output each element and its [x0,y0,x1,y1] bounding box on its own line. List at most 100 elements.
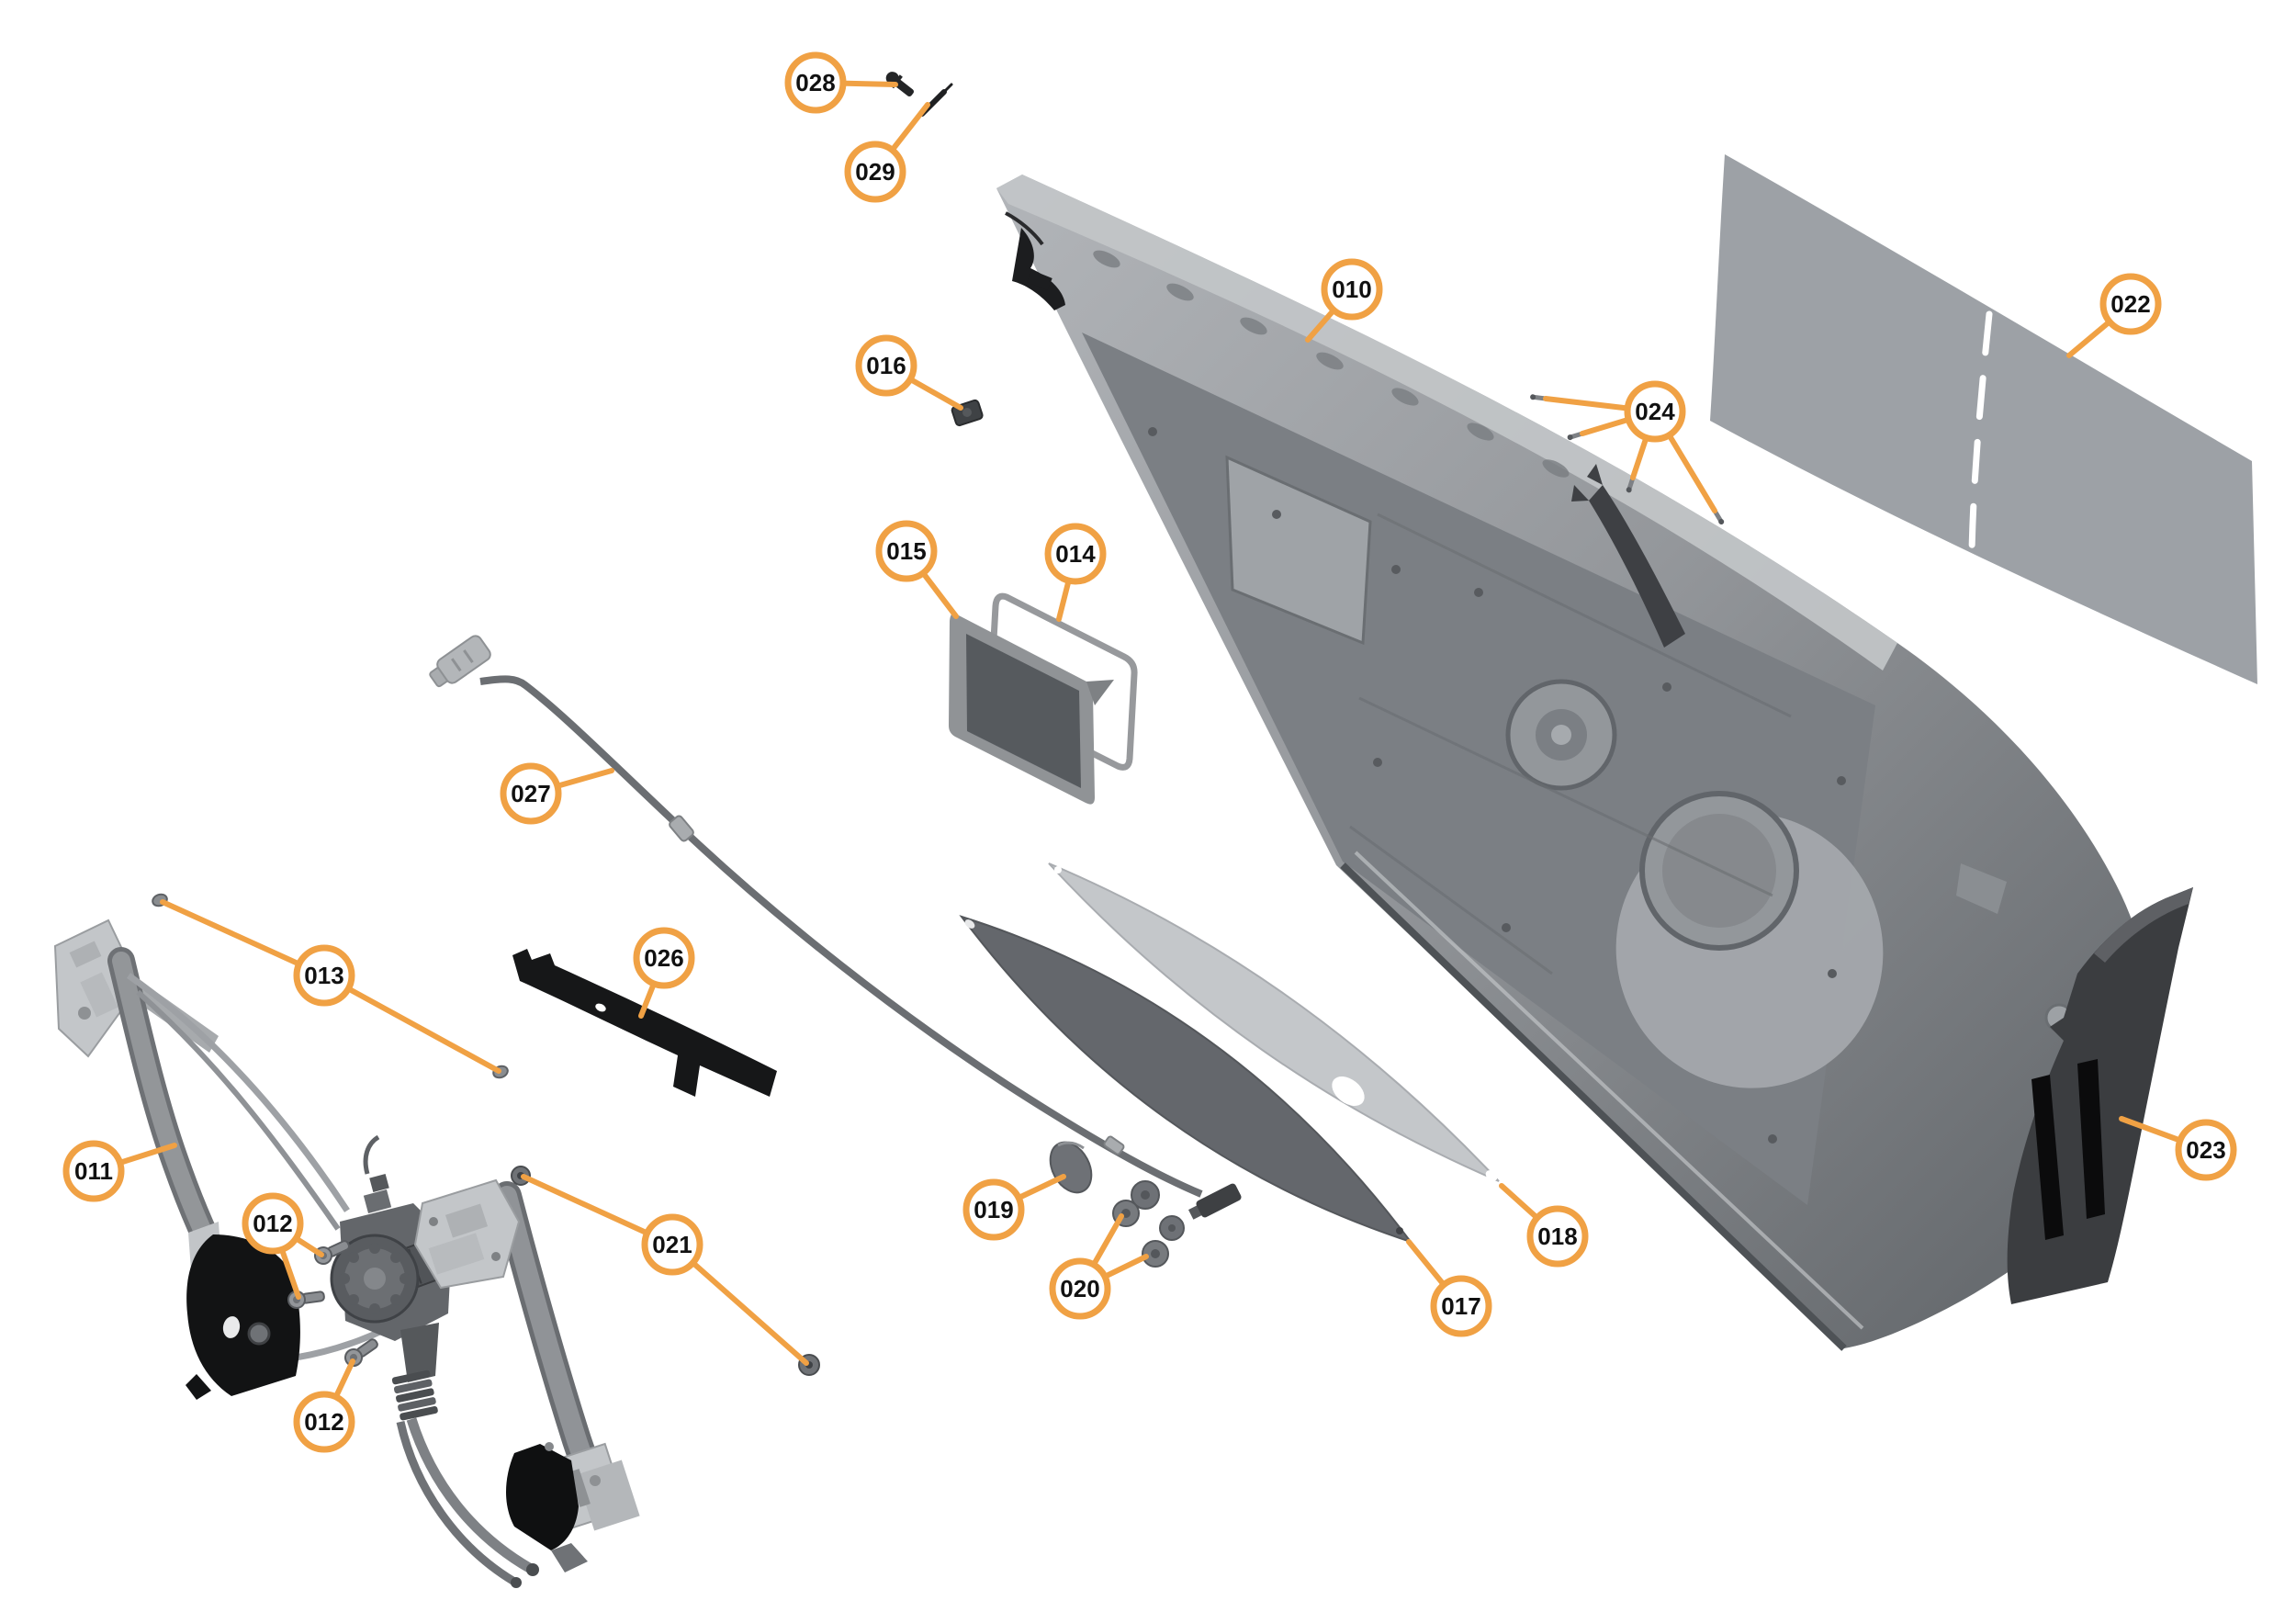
callout-label: 012 [304,1408,343,1436]
blade-017-left-hole [964,919,975,929]
callout-circle[interactable] [1044,523,1107,585]
blade-018-body [1048,862,1500,1182]
part-window-regulator[interactable] [53,919,640,1588]
callout-022[interactable]: 022 [2066,273,2162,358]
callout-circle[interactable] [1430,1275,1492,1337]
callout-019[interactable]: 019 [962,1174,1066,1241]
blade-017-tip-hole [1396,1227,1403,1234]
rail-body [512,949,777,1097]
part-round-plugs[interactable] [1112,1180,1185,1268]
callout-026[interactable]: 026 [633,927,695,1019]
callout-012[interactable]: 012 [242,1192,324,1300]
callout-circle[interactable] [1624,380,1686,443]
callout-027[interactable]: 027 [500,762,614,825]
callout-circle[interactable] [1321,258,1383,321]
callout-029[interactable]: 029 [844,102,930,203]
callout-013[interactable]: 013 [160,899,501,1074]
callout-018[interactable]: 018 [1499,1183,1589,1268]
callout-circle[interactable] [2099,273,2162,335]
callout-label: 016 [866,352,906,379]
part-guide-rail[interactable] [512,949,777,1097]
part-bowden-cable[interactable] [426,634,1243,1223]
part-window-glass[interactable] [1710,154,2257,684]
callout-016[interactable]: 016 [855,334,963,411]
grommet-019-disc [1049,1141,1093,1194]
callout-circle[interactable] [962,1178,1025,1241]
callout-circle[interactable] [62,1140,125,1202]
glass-dashed-line [1968,310,1993,555]
callout-011[interactable]: 011 [62,1140,177,1202]
callout-circle[interactable] [1526,1205,1589,1268]
callout-021[interactable]: 021 [521,1174,809,1366]
callout-label: 012 [253,1210,292,1237]
callout-label: 011 [74,1157,113,1185]
callout-label: 014 [1055,540,1096,568]
cable-clip-small [1103,1135,1125,1155]
callout-circle[interactable] [633,927,695,989]
callout-circle[interactable] [875,520,938,582]
part-oval-grommet[interactable] [1042,1135,1100,1200]
callout-label: 019 [974,1196,1013,1223]
callout-014[interactable]: 014 [1044,523,1107,622]
plug-center [1141,1190,1150,1200]
foam-slots [2032,1059,2105,1240]
callout-024[interactable]: 024 [1543,380,1717,513]
door-frame-slots [1093,250,1570,478]
callout-017[interactable]: 017 [1406,1239,1492,1337]
door-sill-highlight [1354,851,1864,1330]
part-trim-blade-light[interactable] [1048,862,1500,1183]
panel-015-fold [1086,680,1114,705]
part-bolt-028[interactable] [883,68,917,99]
callout-circle[interactable] [855,334,917,397]
callout-label: 024 [1635,398,1675,425]
inner-panel-opening [1225,455,1372,646]
callout-label: 013 [304,962,343,989]
callout-023[interactable]: 023 [2119,1116,2237,1181]
callout-010[interactable]: 010 [1305,258,1383,343]
cable-line [479,675,1203,1198]
callout-028[interactable]: 028 [784,51,898,114]
callout-circle[interactable] [784,51,847,114]
callout-circle[interactable] [641,1213,703,1276]
door-window-frame-band [996,175,1897,671]
callout-circle[interactable] [500,762,562,825]
part-door-shell[interactable] [996,175,2154,1351]
cable-end-connector [1187,1183,1242,1220]
inner-panel-bolt-dots [1148,427,1846,1144]
rail-hole [595,1003,606,1012]
callout-label: 026 [644,944,683,972]
part-insulation-panel[interactable] [949,613,1114,805]
window-channel-guide [1571,464,1685,648]
part-foam-insert[interactable] [2007,887,2193,1304]
foam-top-face [2094,887,2193,963]
plug-center [1151,1249,1160,1258]
callout-label: 018 [1537,1223,1577,1250]
callout-020[interactable]: 020 [1049,1213,1149,1320]
callout-label: 023 [2186,1136,2225,1164]
callout-circle[interactable] [242,1192,304,1255]
callout-label: 015 [886,537,926,565]
inner-panel-creases [1349,513,1792,975]
callout-label: 020 [1060,1275,1099,1302]
callout-circle[interactable] [293,1391,355,1453]
blade-018-hole [1332,1076,1365,1107]
callout-circle[interactable] [1049,1257,1111,1320]
callout-label: 028 [795,69,835,96]
callout-circle[interactable] [2175,1119,2237,1181]
clip-center [962,408,972,417]
pin-tip [940,83,953,96]
callout-label: 017 [1441,1292,1480,1320]
regulator-black-bracket [186,1234,300,1400]
callout-012[interactable]: 012 [293,1358,355,1453]
grommet-019-highlight [1057,1141,1085,1150]
cable-connector-head [429,635,491,688]
panel-015-face [966,634,1081,788]
callout-label: 021 [652,1231,692,1258]
motor-mount-hub [1551,725,1571,745]
callout-015[interactable]: 015 [875,520,959,619]
callout-circle[interactable] [844,141,906,203]
regulator-right-top-bracket [413,1178,521,1290]
callout-circle[interactable] [293,944,355,1007]
blade-018-left-hole [1054,866,1062,873]
